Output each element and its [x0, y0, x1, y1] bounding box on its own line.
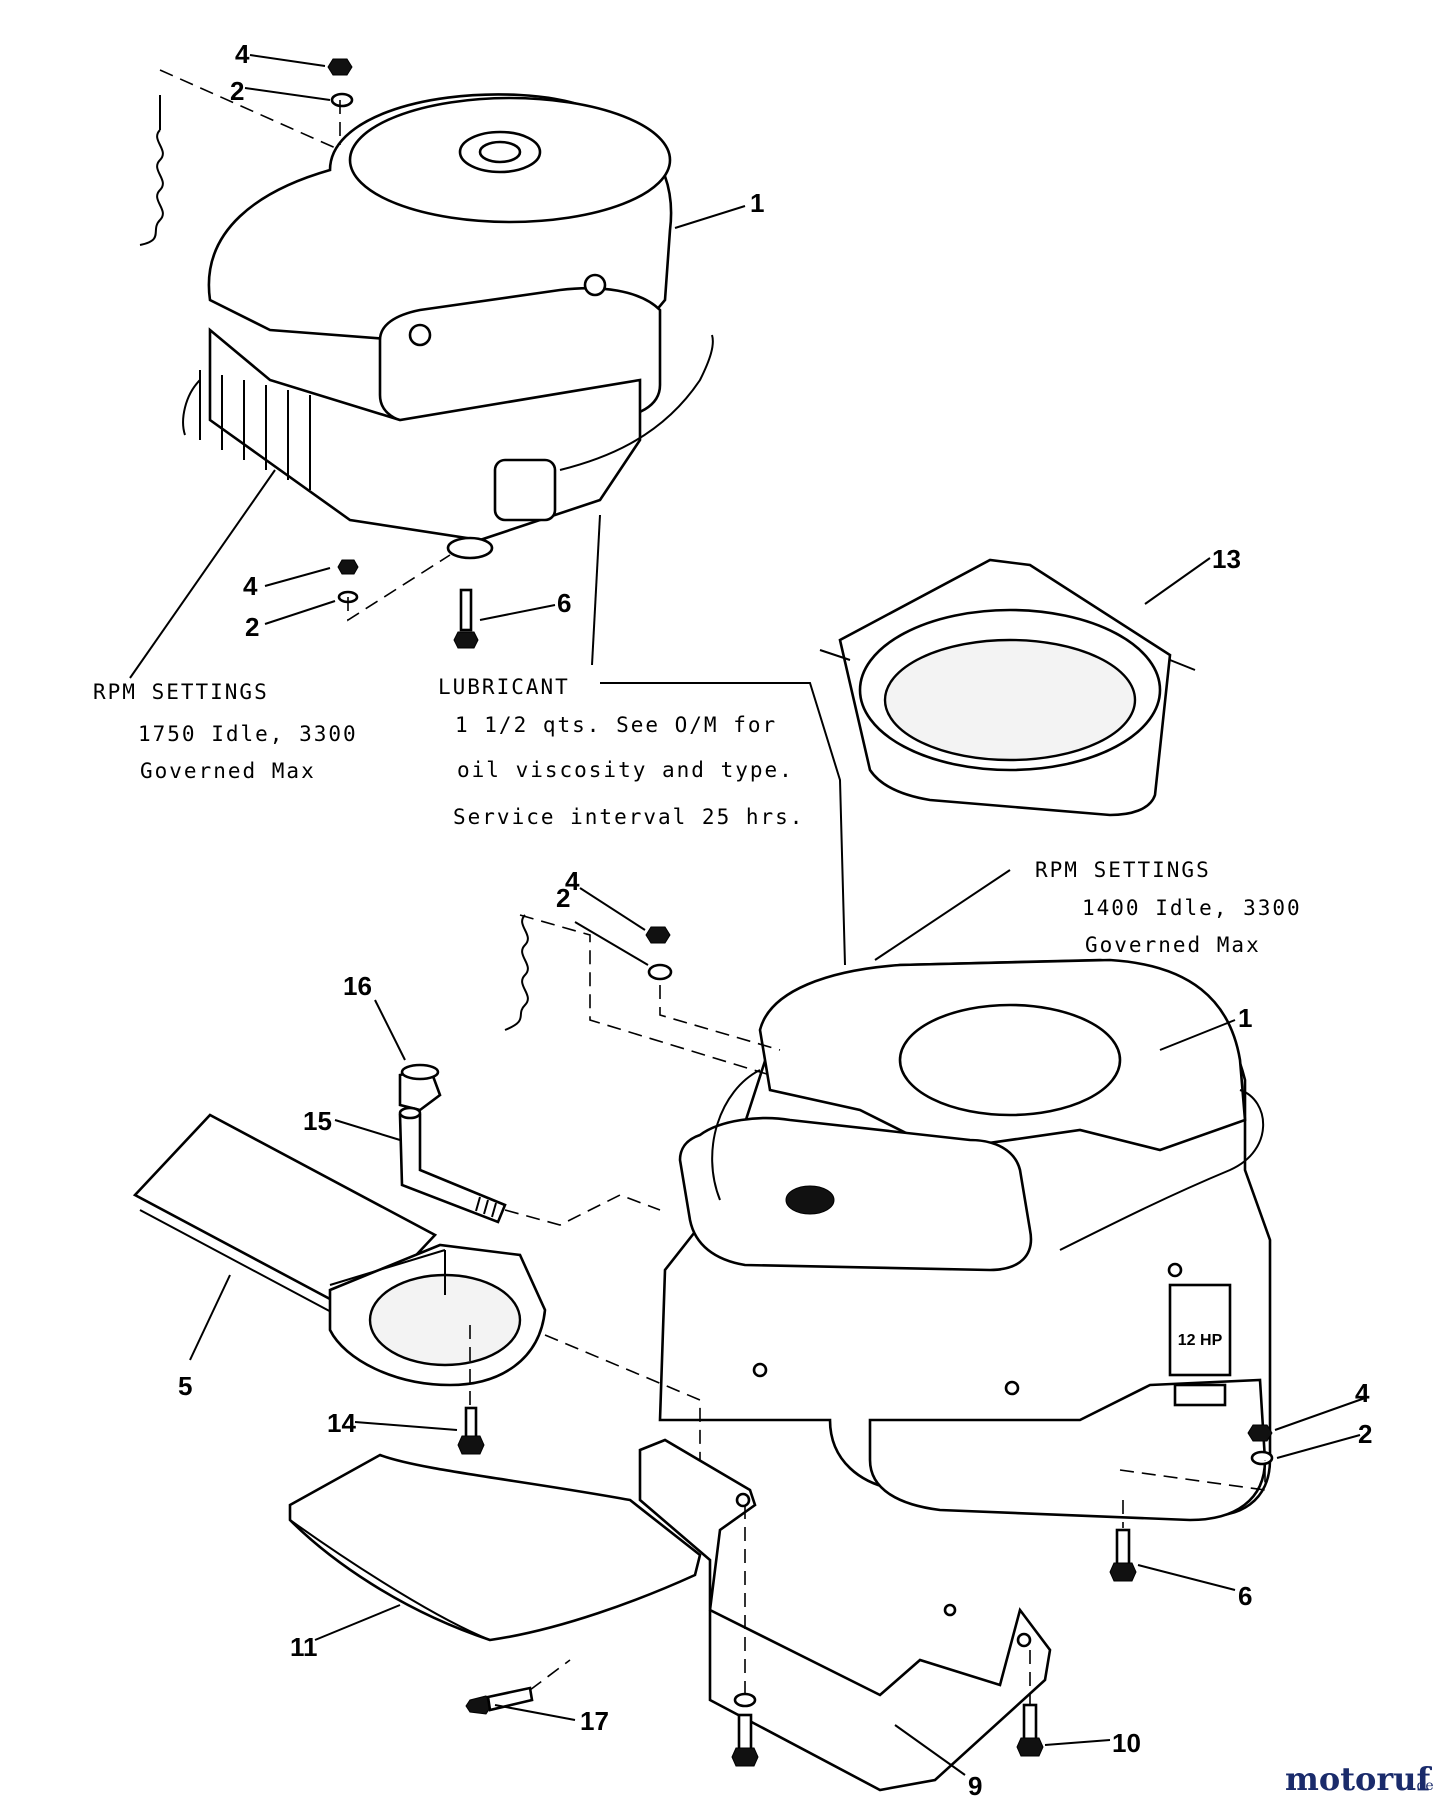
lubricant-line2: oil viscosity and type. [457, 758, 794, 782]
lubricant-line3: Service interval 25 hrs. [453, 805, 804, 829]
callout-14: 14 [327, 1408, 356, 1438]
callout-4: 4 [1355, 1378, 1370, 1408]
lubricant-title: LUBRICANT [438, 675, 570, 699]
watermark-brand: motoruf [1285, 1760, 1432, 1798]
air-cleaner-housing [819, 558, 1196, 817]
callout-13: 13 [1212, 544, 1241, 574]
bolt-17 [465, 1686, 534, 1715]
rpm-bottom-title: RPM SETTINGS [1035, 858, 1211, 882]
wire-twist-middle [504, 914, 529, 1031]
hardware-bottom [731, 1424, 1274, 1767]
callout-4: 4 [565, 866, 580, 896]
oil-filter [493, 458, 557, 522]
pipe-elbow-15 [398, 1106, 507, 1224]
rpm-top-line1: 1750 Idle, 3300 [138, 722, 358, 746]
callout-16: 16 [343, 971, 372, 1001]
engine-badge-plate [1168, 1283, 1232, 1377]
callout-6: 6 [1238, 1581, 1252, 1611]
callout-4: 4 [243, 571, 258, 601]
watermark-suffix: .de [1412, 1778, 1434, 1794]
note-rpm-top: RPM SETTINGS 1750 Idle, 3300 Governed Ma… [93, 680, 358, 783]
watermark: motoruf .de [1285, 1760, 1434, 1798]
lubricant-line1: 1 1/2 qts. See O/M for [455, 713, 777, 737]
rpm-bottom-line1: 1400 Idle, 3300 [1082, 896, 1302, 920]
adapter-flange [328, 1243, 547, 1387]
callout-5: 5 [178, 1371, 192, 1401]
callout-17: 17 [580, 1706, 609, 1736]
callout-1: 1 [750, 188, 764, 218]
callout-1: 1 [1238, 1003, 1252, 1033]
note-rpm-bottom: RPM SETTINGS 1400 Idle, 3300 Governed Ma… [1035, 858, 1302, 957]
hardware-middle [645, 926, 673, 981]
callout-15: 15 [303, 1106, 332, 1136]
rpm-top-title: RPM SETTINGS [93, 680, 269, 704]
note-lubricant: LUBRICANT 1 1/2 qts. See O/M for oil vis… [438, 675, 804, 829]
plate-11 [288, 1453, 702, 1642]
engine-top-assembly [182, 93, 714, 560]
wire-twist-top [139, 95, 164, 246]
callout-10: 10 [1112, 1728, 1141, 1758]
cooling-fins [199, 370, 311, 490]
plate-5 [132, 1113, 438, 1331]
hardware-top [327, 58, 479, 649]
callout-2: 2 [1358, 1419, 1372, 1449]
bolt-14 [457, 1406, 485, 1455]
rpm-bottom-line2: Governed Max [1085, 933, 1261, 957]
rpm-top-line2: Governed Max [140, 759, 316, 783]
callout-9: 9 [968, 1771, 982, 1800]
callout-4: 4 [235, 39, 250, 69]
callout-2: 2 [556, 883, 570, 913]
engine-badge-label: 12 HP [1178, 1332, 1223, 1349]
callout-2: 2 [230, 76, 244, 106]
fitting-16 [398, 1063, 442, 1112]
engine-bottom-assembly: 12 HP [658, 958, 1272, 1522]
leader-lines [129, 54, 1366, 1776]
callout-numbers: 4 2 1 4 2 6 13 4 2 16 15 1 5 14 4 2 6 11… [178, 39, 1372, 1800]
callout-6: 6 [557, 588, 571, 618]
callout-11: 11 [290, 1632, 318, 1662]
callout-2: 2 [245, 612, 259, 642]
